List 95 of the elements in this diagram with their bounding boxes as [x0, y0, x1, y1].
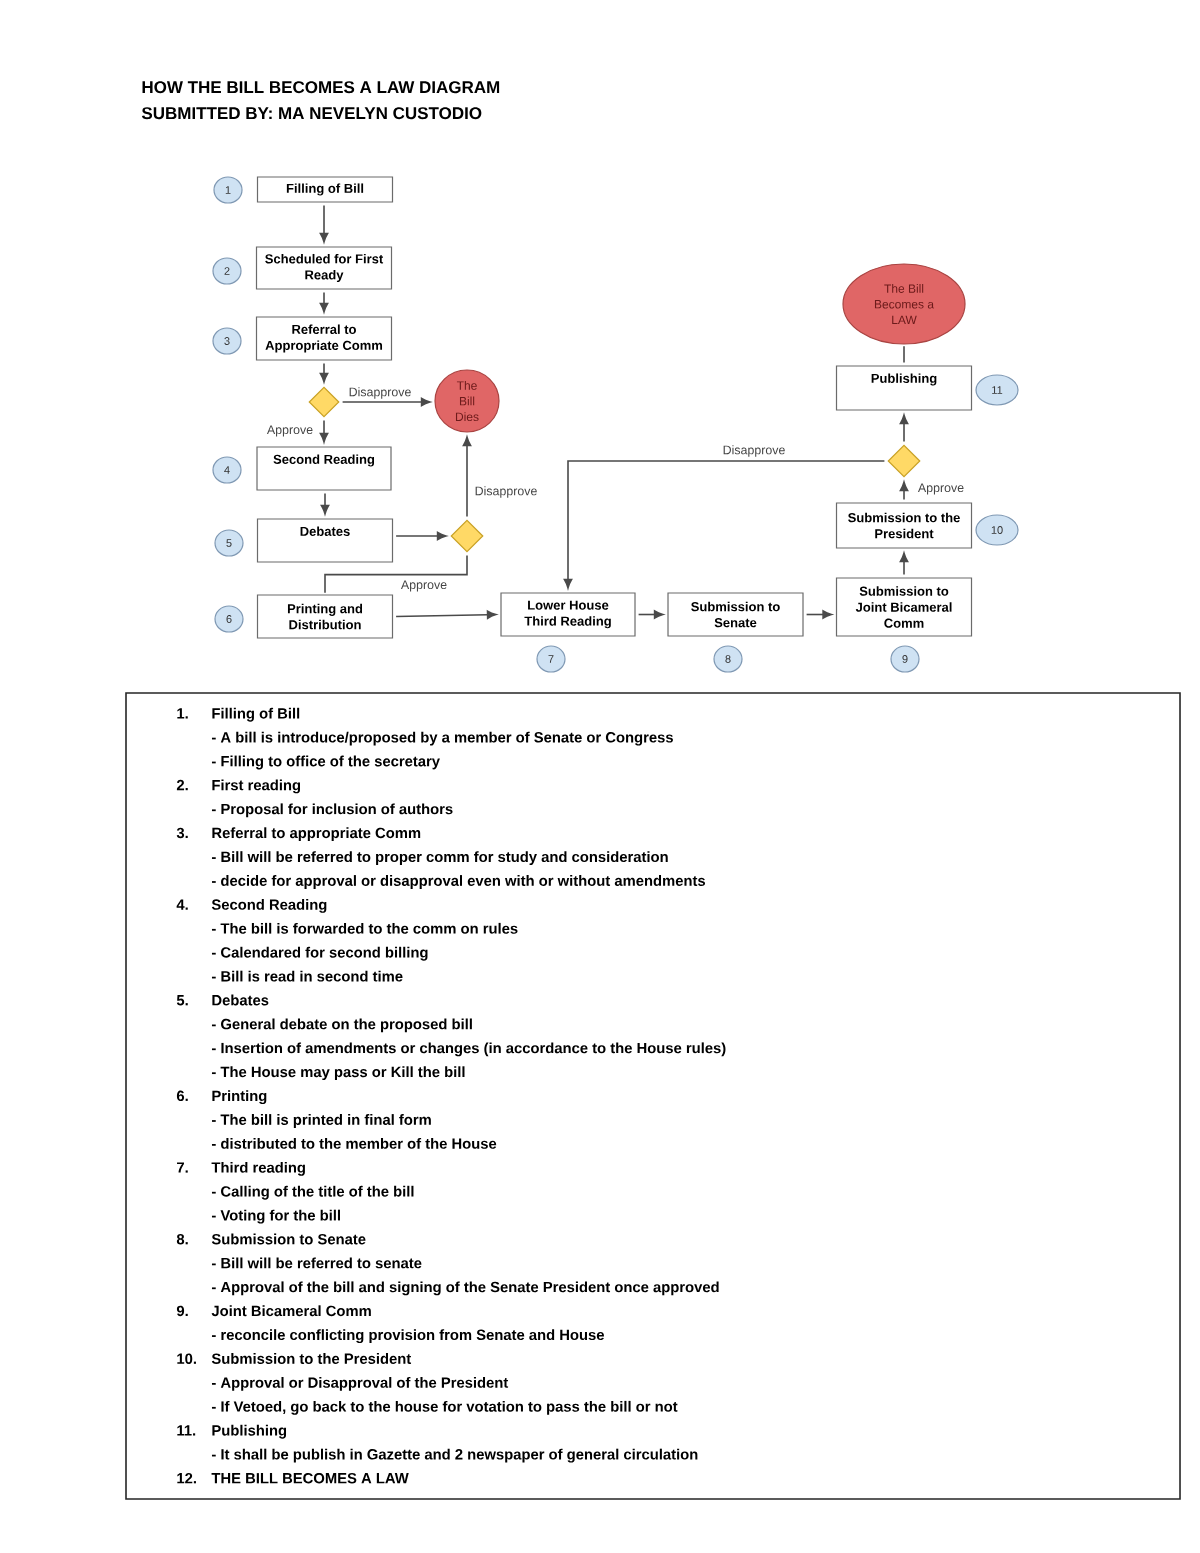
edge-label: Disapprove — [347, 386, 413, 400]
arrow — [319, 362, 329, 383]
process-box: Scheduled for First Ready — [255, 246, 393, 290]
list-heading: Publishing — [212, 1424, 287, 1439]
list-item: - General debate on the proposed bill — [211, 1018, 472, 1033]
step-number: 1 — [213, 176, 243, 204]
list-item: - The bill is printed in final form — [211, 1114, 431, 1128]
step-number: 5 — [214, 529, 244, 557]
list-number: 10. — [177, 1353, 196, 1364]
list-number: 3. — [176, 827, 188, 839]
connector-line — [903, 345, 905, 364]
list-item: - distributed to the member of the House — [211, 1138, 497, 1149]
process-box: Submission to the President — [835, 502, 973, 549]
list-heading: Filling of Bill — [212, 707, 300, 722]
subtitle: SUBMITTED BY: MA NEVELYN CUSTODIO — [141, 107, 482, 120]
list-number: 6. — [176, 1090, 188, 1102]
list-number: 5. — [176, 995, 188, 1006]
list-item: - A bill is introduce/proposed by a member of Senate or Congress — [211, 731, 673, 746]
list-number: 7. — [177, 1162, 188, 1173]
list-item: - If Vetoed, go back to the house for votation to pass the bill or not — [211, 1400, 678, 1415]
arrow — [320, 492, 330, 515]
list-item: - Voting for the bill — [211, 1209, 340, 1224]
arrow — [395, 610, 497, 620]
arrow — [899, 481, 909, 501]
process-box: Submission to Joint Bicameral Comm — [835, 577, 973, 637]
edge-label: Disapprove — [473, 485, 539, 499]
process-box: Publishing — [835, 365, 973, 411]
list-heading: Third reading — [211, 1161, 305, 1176]
step-number: 10 — [975, 514, 1019, 546]
process-box: Debates — [256, 518, 394, 563]
edge-label: Approve — [265, 424, 315, 438]
decision-diamond — [450, 519, 484, 553]
list-heading: THE BILL BECOMES A LAW — [211, 1472, 409, 1484]
decision-diamond — [887, 444, 921, 478]
list-item: - Insertion of amendments or changes (in accordance to the House rules) — [211, 1042, 726, 1057]
list-item: - It shall be publish in Gazette and 2 newspaper of general circulation — [211, 1448, 698, 1463]
list-heading: Joint Bicameral Comm — [211, 1305, 371, 1317]
arrow — [341, 397, 431, 407]
list-item: - reconcile conflicting provision from Senate and House — [211, 1329, 604, 1344]
list-heading: First reading — [212, 779, 301, 794]
step-number: 2 — [212, 257, 242, 285]
title: HOW THE BILL BECOMES A LAW DIAGRAM — [142, 81, 500, 94]
arrow — [319, 204, 329, 243]
edge-label: Approve — [399, 579, 449, 593]
edge-label: Disapprove — [721, 444, 787, 458]
process-box: Referral to Appropriate Comm — [255, 316, 393, 361]
process-box: Lower House Third Reading — [500, 592, 636, 637]
list-item: - Calling of the title of the bill — [211, 1185, 414, 1200]
list-item: - Bill will be referred to proper comm for study and consideration — [211, 851, 668, 865]
list-item: - Proposal for inclusion of authors — [211, 803, 453, 818]
process-box: Second Reading — [256, 446, 392, 491]
list-item: - The House may pass or Kill the bill — [211, 1066, 465, 1081]
arrow — [805, 610, 833, 619]
arrow — [319, 291, 329, 313]
arrow — [899, 552, 909, 576]
list-heading: Debates — [212, 994, 269, 1006]
arrow — [319, 419, 329, 443]
step-number: 3 — [212, 327, 242, 355]
list-item: - Approval or Disapproval of the President — [211, 1377, 509, 1391]
arrow — [899, 414, 909, 443]
list-heading: Submission to Senate — [211, 1233, 366, 1245]
list-heading: Referral to appropriate Comm — [212, 827, 421, 842]
list-item: - Bill will be referred to senate — [211, 1257, 422, 1269]
list-number: 11. — [177, 1425, 196, 1436]
arrow — [395, 531, 447, 541]
list-item: - Filling to office of the secretary — [211, 755, 440, 770]
edge-label: Approve — [916, 482, 966, 496]
list-number: 9. — [176, 1305, 188, 1317]
list-number: 2. — [176, 779, 188, 791]
process-box: Submission to Senate — [667, 592, 804, 637]
step-number: 7 — [536, 645, 566, 673]
list-heading: Second Reading — [211, 899, 327, 913]
list-item: - Approval of the bill and signing of the Senate President once approved — [211, 1281, 719, 1296]
step-number: 8 — [713, 645, 743, 673]
step-number: 4 — [212, 456, 242, 484]
step-number: 6 — [214, 605, 244, 633]
list-number: 4. — [176, 899, 188, 910]
process-box: Printing and Distribution — [256, 594, 394, 639]
list-item: - Bill is read in second time — [211, 970, 403, 982]
list-item: - The bill is forwarded to the comm on rules — [211, 922, 518, 934]
list-item: - decide for approval or disapproval even with or without amendments — [211, 875, 706, 889]
arrow — [637, 610, 664, 619]
arrow — [462, 436, 472, 518]
step-number: 11 — [975, 374, 1019, 406]
step-number: 9 — [890, 645, 920, 673]
connector-line — [324, 554, 468, 594]
process-box: Filling of Bill — [256, 176, 394, 203]
list-number: 12. — [177, 1472, 196, 1484]
list-number: 1. — [177, 708, 188, 719]
arrow — [563, 460, 886, 589]
decision-diamond — [308, 386, 340, 418]
list-heading: Submission to the President — [211, 1353, 412, 1364]
list-number: 8. — [176, 1233, 188, 1245]
list-item: - Calendared for second billing — [211, 946, 428, 961]
list-heading: Printing — [212, 1090, 267, 1105]
